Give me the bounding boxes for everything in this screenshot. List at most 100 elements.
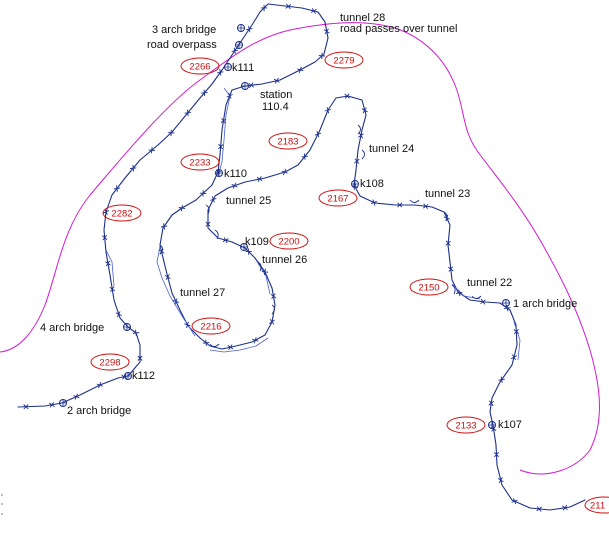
- elevation-2200: 2200: [269, 232, 309, 250]
- track-tick: [148, 146, 155, 154]
- track-tick: [498, 376, 505, 383]
- track-tick: [23, 404, 29, 410]
- track-tick: [261, 268, 269, 276]
- track-tick: [246, 25, 253, 33]
- svg-text:2298: 2298: [99, 358, 120, 369]
- svg-text:2266: 2266: [189, 62, 210, 73]
- track-tick: [201, 89, 208, 97]
- marker-bridge-2arch: [59, 399, 67, 407]
- track-tick: [456, 289, 463, 297]
- track-tick: [222, 237, 229, 244]
- svg-text:2216: 2216: [200, 322, 221, 333]
- marker-overpass: [235, 41, 243, 49]
- track-tick: [270, 293, 277, 300]
- track-tick: [102, 234, 108, 241]
- elevation-2150: 2150: [409, 278, 449, 296]
- track-tick: [480, 298, 486, 305]
- track-tick: [105, 260, 111, 267]
- track-tick: [109, 286, 116, 292]
- track-tick: [324, 107, 332, 114]
- track-tick: [297, 66, 304, 74]
- track-tick: [167, 129, 175, 137]
- elevation-2282: 2282: [102, 204, 142, 222]
- track-tick: [113, 185, 121, 192]
- label-k112: k112: [132, 370, 155, 382]
- track-tick: [358, 132, 364, 139]
- portal-tunnel-25: [205, 204, 219, 240]
- track-tick: [281, 169, 288, 176]
- track-tick: [220, 117, 227, 124]
- label-k108: k108: [360, 178, 384, 190]
- track-tick: [184, 109, 191, 117]
- track-tick: [202, 339, 210, 347]
- svg-text:2282: 2282: [111, 209, 132, 220]
- track-tick: [248, 82, 254, 89]
- elevation-2266: 2266: [180, 57, 220, 75]
- label-road-passes-over-tunnel: road passes over tunnel: [340, 23, 457, 35]
- track-tick: [172, 298, 180, 305]
- elevation-2183: 2183: [268, 132, 308, 150]
- track-tick: [226, 92, 233, 99]
- track-tick: [361, 107, 368, 114]
- track-tick: [245, 248, 252, 255]
- track-tick: [562, 504, 568, 511]
- edge-marks: [1, 494, 3, 515]
- track-tick: [318, 52, 326, 60]
- elevation-markers: 2266 2279 2183 2233 2167 2282 2200 2150 …: [90, 51, 609, 514]
- svg-text:211: 211: [590, 501, 605, 512]
- label-k110: k110: [224, 168, 247, 180]
- tunnel-portals: [159, 124, 482, 347]
- track-tick: [231, 182, 238, 189]
- label-station-km: 110.4: [262, 101, 289, 113]
- track-tick: [344, 93, 350, 99]
- marker-bridge-1arch: [502, 299, 510, 307]
- marker-bridge-4arch: [123, 323, 131, 331]
- track-tick: [115, 311, 122, 318]
- track-tick: [448, 266, 454, 272]
- marker-k112: [124, 372, 132, 380]
- svg-text:2200: 2200: [278, 237, 299, 248]
- track-tick: [497, 477, 504, 484]
- track-tick: [310, 7, 317, 14]
- track-tick: [210, 196, 217, 203]
- portal-tunnel-22: [451, 284, 482, 299]
- label-tunnel-24: tunnel 24: [369, 143, 414, 155]
- contour-line: [0, 22, 600, 475]
- label-k109: k109: [245, 236, 269, 248]
- railway-track: [17, 3, 586, 511]
- svg-text:2150: 2150: [418, 283, 439, 294]
- svg-text:2167: 2167: [327, 194, 348, 205]
- track-tick: [323, 28, 330, 35]
- track-tick: [256, 176, 263, 182]
- track-tick: [354, 158, 360, 164]
- marker-k108: [351, 180, 359, 188]
- elevation-211: 211: [584, 496, 609, 514]
- svg-text:2183: 2183: [277, 137, 298, 148]
- track-tick: [511, 498, 518, 505]
- label-tunnel-28: tunnel 28: [340, 12, 385, 24]
- track-tick: [269, 318, 275, 325]
- track-tick: [260, 4, 268, 12]
- marker-k110: [215, 169, 223, 177]
- track-tick: [178, 204, 186, 212]
- track-tick: [445, 240, 451, 246]
- elevation-2298: 2298: [90, 353, 130, 371]
- svg-text:2133: 2133: [455, 421, 476, 432]
- secondary-track: [105, 87, 521, 361]
- track-tick: [218, 143, 224, 150]
- portal-tunnel-23: [409, 199, 448, 222]
- track-tick: [227, 344, 234, 351]
- label-tunnel-26: tunnel 26: [262, 254, 307, 266]
- track-tick: [285, 3, 292, 10]
- track-tick: [184, 321, 191, 328]
- km-markers: [59, 24, 510, 429]
- portal-tunnel-26: [257, 261, 275, 315]
- track-tick: [199, 190, 207, 197]
- elevation-2133: 2133: [446, 416, 486, 434]
- label-k111: k111: [232, 62, 254, 74]
- track-tick: [231, 47, 238, 54]
- label-tunnel-22: tunnel 22: [467, 277, 512, 289]
- elevation-2167: 2167: [318, 189, 358, 207]
- marker-k107: [488, 421, 496, 429]
- track-tick: [488, 400, 495, 407]
